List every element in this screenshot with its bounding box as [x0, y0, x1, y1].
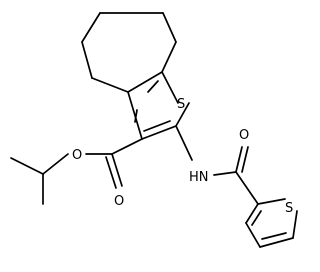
- ester-oxygen-label: O: [72, 148, 82, 163]
- fused-thiophene-ring: [127, 71, 190, 140]
- cycloheptane-ring: [81, 12, 177, 93]
- carbonyl-oxygen-label: O: [114, 194, 124, 209]
- thiophene-sulfur-label: S: [285, 201, 293, 216]
- ring-sulfur-label: S: [177, 97, 185, 112]
- atom-labels: S O O HN O S: [72, 97, 293, 216]
- amide-oxygen-label: O: [239, 128, 249, 143]
- amide-group: [175, 125, 259, 205]
- amide-nitrogen-label: HN: [189, 170, 209, 185]
- ester-group: [10, 138, 143, 205]
- thiophene-ring: [245, 198, 298, 248]
- structure-diagram: S O O HN O S: [10, 12, 298, 248]
